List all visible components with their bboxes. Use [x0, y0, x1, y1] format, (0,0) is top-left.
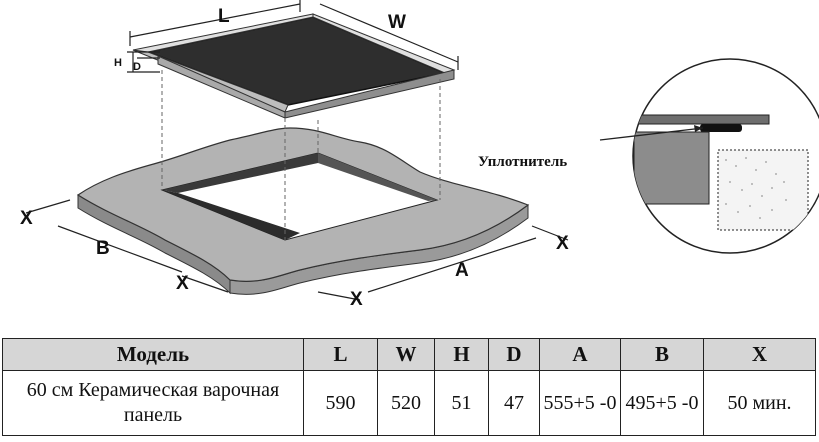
dim-label-D: D [133, 61, 141, 73]
table-header-row: Модель L W H D A B X [2, 338, 816, 371]
header-model: Модель [2, 338, 304, 371]
header-L: L [303, 338, 378, 371]
table-row: 60 см Керамическая варочная панель 590 5… [2, 370, 816, 436]
dimension-lines [25, 0, 569, 301]
dim-label-X-bottom-left: X [176, 273, 189, 294]
header-A: A [539, 338, 621, 371]
dim-label-W: W [388, 12, 406, 33]
cell-B: 495+5 -0 [620, 370, 704, 436]
dim-label-X-left: X [20, 208, 33, 229]
projection-lines [161, 70, 441, 240]
countertop [76, 127, 530, 295]
cell-L: 590 [303, 370, 378, 436]
header-H: H [434, 338, 489, 371]
cell-H: 51 [434, 370, 489, 436]
dim-label-H: H [114, 57, 122, 69]
seal-label: Уплотнитель [478, 154, 567, 170]
header-W: W [377, 338, 435, 371]
dim-label-L: L [218, 6, 230, 27]
header-B: B [620, 338, 704, 371]
seal-detail-callout [599, 58, 819, 254]
hob [132, 13, 456, 119]
cell-model: 60 см Керамическая варочная панель [2, 370, 304, 436]
cell-A: 555+5 -0 [539, 370, 621, 436]
cell-W: 520 [377, 370, 435, 436]
installation-diagram: L W H D X B X X A X Уплотнитель [20, 0, 819, 310]
cell-D: 47 [488, 370, 540, 436]
dim-label-B: B [96, 238, 110, 259]
header-X: X [703, 338, 816, 371]
dim-label-A: A [455, 260, 469, 281]
header-D: D [488, 338, 540, 371]
dim-label-X-bottom-mid: X [350, 289, 363, 310]
cell-X: 50 мин. [703, 370, 816, 436]
dim-label-X-right: X [556, 233, 569, 254]
specifications-table: Модель L W H D A B X 60 см Керамическая … [2, 338, 816, 436]
